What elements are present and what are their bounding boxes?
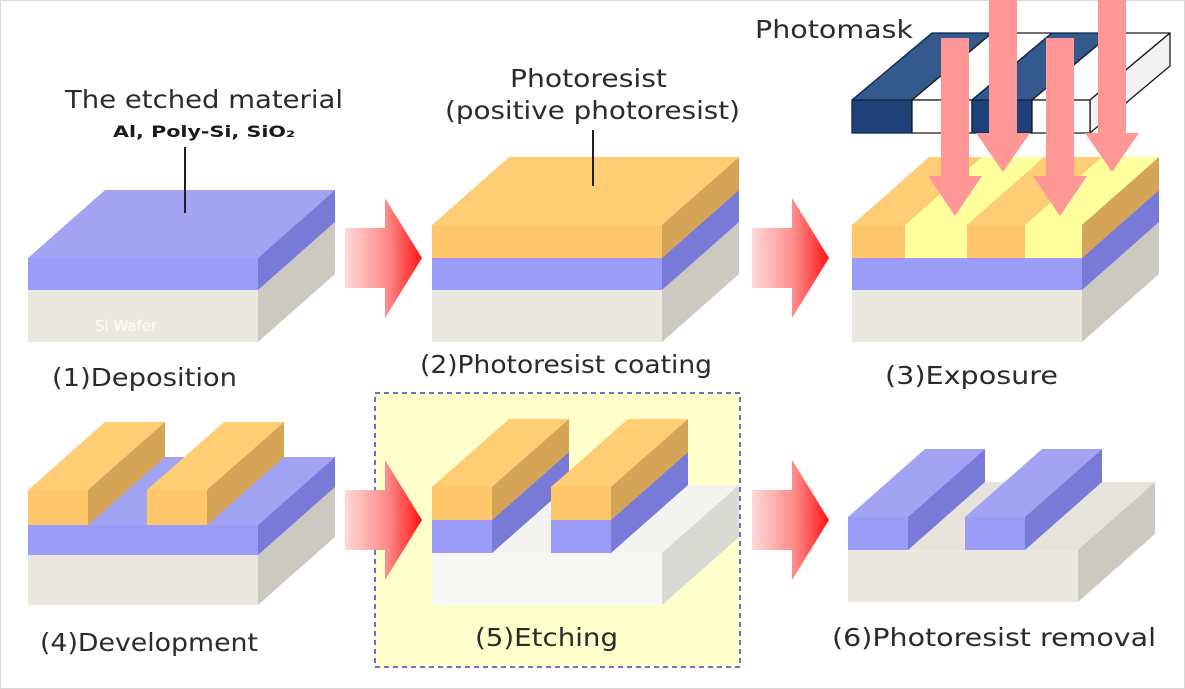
etched-material-layer-front-face — [432, 258, 662, 290]
photoresist-pattern-side-face — [492, 419, 569, 520]
etched-material-pattern-front-face — [965, 517, 1025, 550]
unexposed-photoresist-strip-front-face — [852, 225, 905, 258]
photoresist-label: Photoresist — [510, 64, 667, 93]
etched-material-pattern-top-face — [965, 449, 1102, 517]
process-flow-arrows — [345, 198, 829, 580]
si-wafer-side-face — [1078, 482, 1155, 602]
etched-material-pattern — [965, 449, 1102, 550]
etched-material-pattern-front-face — [432, 520, 492, 553]
photoresist-pattern — [147, 422, 284, 525]
photoresist-pattern-top-face — [551, 419, 688, 487]
step-label-exposure: (3)Exposure — [885, 361, 1058, 390]
photoresist-pattern-top-face — [432, 419, 569, 487]
step-label-deposition: (1)Deposition — [52, 363, 237, 392]
photoresist-pattern-side-face — [88, 422, 165, 525]
unexposed-photoresist-strip-front-face — [967, 225, 1025, 258]
process-arrow — [752, 198, 829, 318]
etching-stage — [432, 419, 739, 605]
exposed-photoresist-strip-front-face — [905, 225, 967, 258]
photomask-label: Photomask — [755, 15, 914, 44]
process-arrow — [345, 198, 422, 318]
photoresist-pattern — [28, 422, 165, 525]
photoresist-pattern-top-face — [28, 422, 165, 490]
photomask-opaque-bar-front-face — [851, 99, 913, 134]
etched-material-layer — [28, 190, 335, 290]
photoresist-pattern-front-face — [432, 487, 492, 520]
photoresist-layer-front-face — [432, 225, 662, 258]
si-wafer-side-face — [662, 485, 739, 605]
si-wafer-front-face — [848, 550, 1078, 602]
exposure-light-arrow — [1085, 0, 1139, 172]
step-label-photoresist-coating: (2)Photoresist coating — [420, 350, 712, 379]
si-wafer-front-face — [28, 555, 258, 605]
si-wafer-front-face — [852, 290, 1082, 342]
si-wafer-side-face — [1082, 222, 1159, 342]
photoresist-pattern — [551, 419, 688, 520]
etched-material-layer-side-face — [258, 190, 335, 290]
photoresist-pattern-front-face — [551, 487, 611, 520]
etched-material-layer-front-face — [852, 258, 1082, 290]
exposure-light-arrow — [1033, 38, 1087, 216]
exposed-photoresist-strip — [905, 157, 1044, 258]
exposure-light-arrow — [928, 38, 982, 216]
etched-material-pattern-top-face — [848, 449, 985, 517]
etched-material-pattern-side-face — [1025, 449, 1102, 550]
etched-material-pattern-side-face — [492, 452, 569, 553]
etched-material-layer-side-face — [258, 457, 335, 555]
photoresist-pattern-front-face — [147, 490, 207, 525]
photoresist-pattern-side-face — [611, 419, 688, 520]
etched-material-layer-front-face — [28, 525, 258, 555]
etched-material-layer-side-face — [1082, 190, 1159, 290]
process-illustrations — [28, 0, 1171, 605]
etched-material-label: The etched material — [64, 85, 343, 114]
etched-material-pattern-front-face — [551, 520, 611, 553]
process-arrow — [345, 460, 422, 580]
photoresist-pattern-side-face — [207, 422, 284, 525]
exposed-photoresist-strip-front-face — [1025, 225, 1082, 258]
si-wafer-front-face — [28, 290, 258, 342]
step-label-etching: (5)Etching — [475, 623, 618, 652]
photoresist-removal-stage — [848, 449, 1155, 602]
si-wafer-side-face — [258, 222, 335, 342]
si-wafer-label: Si Wafer — [95, 317, 158, 335]
photoresist-layer-top-face — [432, 157, 739, 225]
etched-material-pattern — [848, 449, 985, 550]
step-label-photoresist-removal: (6)Photoresist removal — [832, 623, 1156, 652]
etched-material-layer-top-face — [28, 190, 335, 258]
exposure-light-arrow — [976, 0, 1030, 172]
process-arrow — [752, 460, 829, 580]
si-wafer-front-face — [432, 553, 662, 605]
etched-material-layer-front-face — [28, 258, 258, 290]
photoresist-layer-side-face — [662, 157, 739, 258]
deposition-stage — [28, 190, 335, 342]
photoresist-coating-stage — [432, 157, 739, 342]
si-wafer-side-face — [258, 487, 335, 605]
etched-material-pattern-side-face — [611, 452, 688, 553]
etched-material-pattern-front-face — [848, 517, 908, 550]
exposure-light-rays — [928, 0, 1139, 216]
exposed-photoresist-strip-top-face — [905, 157, 1044, 225]
photoresist-type-label: (positive photoresist) — [445, 96, 740, 125]
exposed-photoresist-strip-side-face — [1082, 157, 1159, 258]
step-label-development: (4)Development — [40, 628, 258, 657]
si-wafer-front-face — [432, 290, 662, 342]
photoresist-pattern — [432, 419, 569, 520]
etched-material-layer-side-face — [662, 190, 739, 290]
photoresist-layer — [432, 157, 739, 258]
si-wafer-side-face — [662, 222, 739, 342]
exposure-stage — [851, 0, 1171, 342]
photoresist-pattern-front-face — [28, 490, 88, 525]
etched-material-examples: Al, Poly-Si, SiO₂ — [113, 122, 295, 141]
etched-material-pattern-side-face — [908, 449, 985, 550]
development-stage — [28, 422, 335, 605]
photoresist-pattern-top-face — [147, 422, 284, 490]
